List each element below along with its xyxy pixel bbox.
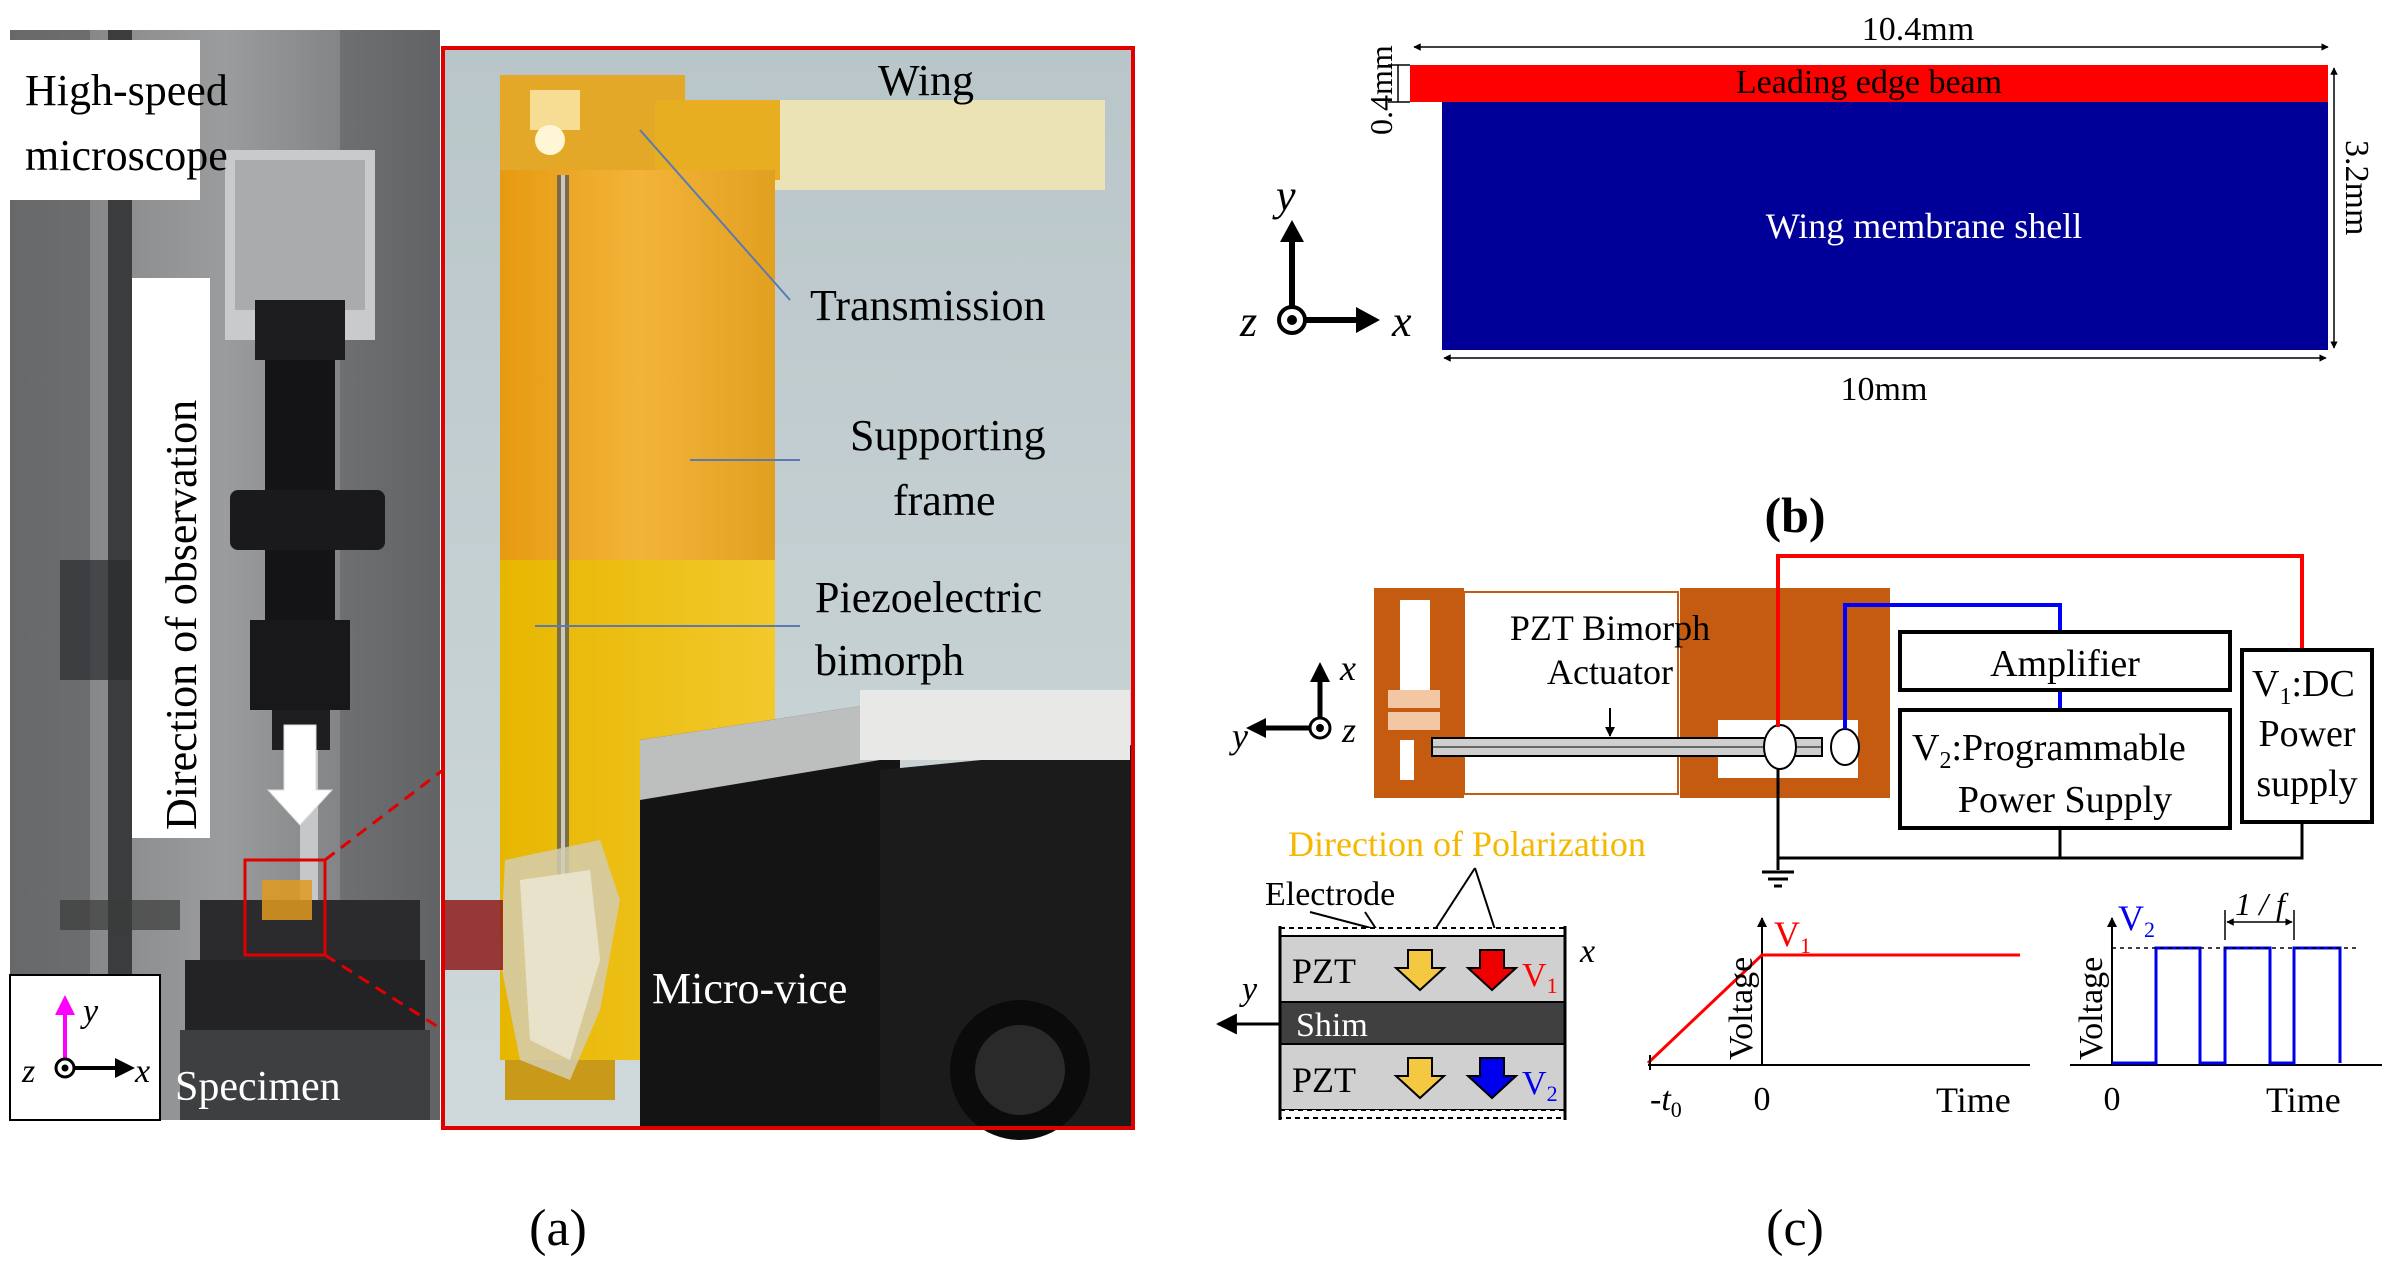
panel-a-axes: z y x (9, 974, 161, 1121)
axis-z-label: z (21, 1053, 35, 1090)
clamp-left (1763, 724, 1797, 770)
graph1-tick-neg: -t0 (1650, 1081, 1682, 1122)
pzt-bottom-label: PZT (1292, 1060, 1356, 1100)
wire-v1-red (1776, 554, 2304, 727)
v1-supply-line3: supply (2256, 763, 2357, 805)
shell-label: Wing membrane shell (1766, 206, 2082, 246)
v2-supply-line1: V2:Programmable (1912, 727, 2186, 774)
graph-v1 (1646, 917, 2030, 1070)
amplifier-label: Amplifier (1990, 643, 2140, 685)
observation-label: Direction of observation (157, 400, 206, 830)
graph1-series-label: V1 (1774, 914, 1811, 958)
specimen-label: Specimen (175, 1064, 341, 1110)
graph2-xlabel: Time (2266, 1080, 2341, 1120)
frame-label-line2: frame (893, 476, 996, 525)
v2-supply-line2: Power Supply (1958, 779, 2172, 821)
panel-a-caption: (a) (529, 1200, 587, 1257)
graph2-series-label: V2 (2118, 898, 2155, 942)
actuator-label-line1: PZT Bimorph (1510, 608, 1710, 648)
panel-a-photo (10, 30, 440, 1120)
graph2-period-label: 1 / f (2235, 886, 2289, 922)
zoom-line-bottom (324, 953, 444, 1032)
dim-left-label: 0.4mm (1363, 45, 1399, 135)
vice-label: Micro-vice (652, 964, 847, 1013)
dim-bottom-label: 10mm (1841, 371, 1928, 408)
panel-a-inset (443, 48, 1133, 1140)
polarization-arrow-top-red-icon (1465, 949, 1519, 992)
electrode-label: Electrode (1265, 876, 1395, 913)
v2-supply-box (1898, 708, 2232, 830)
shim-label: Shim (1296, 1007, 1368, 1044)
inset-frame (441, 46, 1135, 1130)
leading-edge-beam (1410, 65, 2328, 102)
transmission-leader (639, 129, 791, 301)
panel-c-caption: (c) (1766, 1200, 1824, 1257)
dim-right-label: 3.2mm (2338, 140, 2375, 235)
polarization-label: Direction of Polarization (1288, 824, 1646, 864)
pzt-top-label: PZT (1292, 951, 1356, 991)
graph2-tick-zero: 0 (2104, 1081, 2121, 1118)
stack-axis-x-label: x (1579, 933, 1595, 970)
dim-top-label: 10.4mm (1862, 11, 1974, 48)
pzt-bottom-v2-label: V2 (1522, 1065, 1558, 1106)
wire-v2-blue (1843, 603, 2062, 729)
axis-y-label: y (80, 993, 99, 1030)
observation-label-bg (132, 278, 210, 838)
wire-ground (1776, 769, 2304, 860)
c-axis-y-label: y (1229, 716, 1248, 756)
polarization-arrow-bottom-yellow-icon (1393, 1057, 1447, 1100)
zoom-region-box (243, 858, 327, 957)
v1-supply-box (2240, 648, 2374, 824)
panel-b-caption: (b) (1764, 487, 1825, 543)
wing-label: Wing (878, 56, 974, 105)
graph2-ylabel: Voltage (2073, 957, 2110, 1060)
panel-b: Leading edge beam Wing membrane shell 10… (1239, 11, 2375, 408)
pzt-stack (1278, 926, 1567, 1120)
v1-supply-line1: V1:DC (2252, 663, 2355, 710)
frame-label-line1: Supporting (850, 411, 1046, 460)
microscope-label-line2: microscope (25, 131, 228, 180)
panel-c-actuator (1374, 588, 1890, 798)
axis-x-label: x (134, 1053, 150, 1090)
b-axis-y-label: y (1272, 171, 1296, 220)
microscope-label-line1: High-speed (25, 66, 228, 115)
polarization-arrow-bottom-blue-icon (1465, 1057, 1519, 1100)
c-axis-x-label: x (1339, 648, 1356, 688)
graph2-v2-square-wave (2112, 946, 2342, 1065)
observation-arrow-icon (266, 724, 334, 826)
c-axis-z-label: z (1341, 710, 1356, 750)
graph-v2 (2070, 910, 2382, 1066)
piezo-label-line1: Piezoelectric (815, 573, 1042, 622)
graph1-ylabel: Voltage (1723, 957, 1760, 1060)
panel-c-axes: x y z (1229, 648, 1356, 756)
graph1-tick-zero: 0 (1754, 1081, 1771, 1118)
amplifier-box (1898, 630, 2232, 692)
pzt-top-v1-label: V1 (1522, 957, 1558, 998)
beam-label: Leading edge beam (1736, 64, 2002, 101)
polarization-arrow-top-yellow-icon (1393, 949, 1447, 992)
microscope-label-bg (10, 40, 200, 200)
stack-axis-y-label: y (1239, 971, 1258, 1008)
actuator-label-line2: Actuator (1547, 652, 1673, 692)
b-axis-x-label: x (1391, 297, 1412, 346)
b-axis-z-label: z (1239, 297, 1257, 346)
clamp-right (1830, 728, 1860, 766)
transmission-label: Transmission (810, 281, 1046, 330)
zoom-line-top (324, 768, 444, 862)
wing-membrane-shell (1442, 102, 2328, 350)
v1-supply-line2: Power (2258, 713, 2355, 755)
graph1-v1-line (1646, 953, 2020, 1065)
piezo-label-line2: bimorph (815, 636, 964, 685)
graph1-xlabel: Time (1936, 1080, 2011, 1120)
